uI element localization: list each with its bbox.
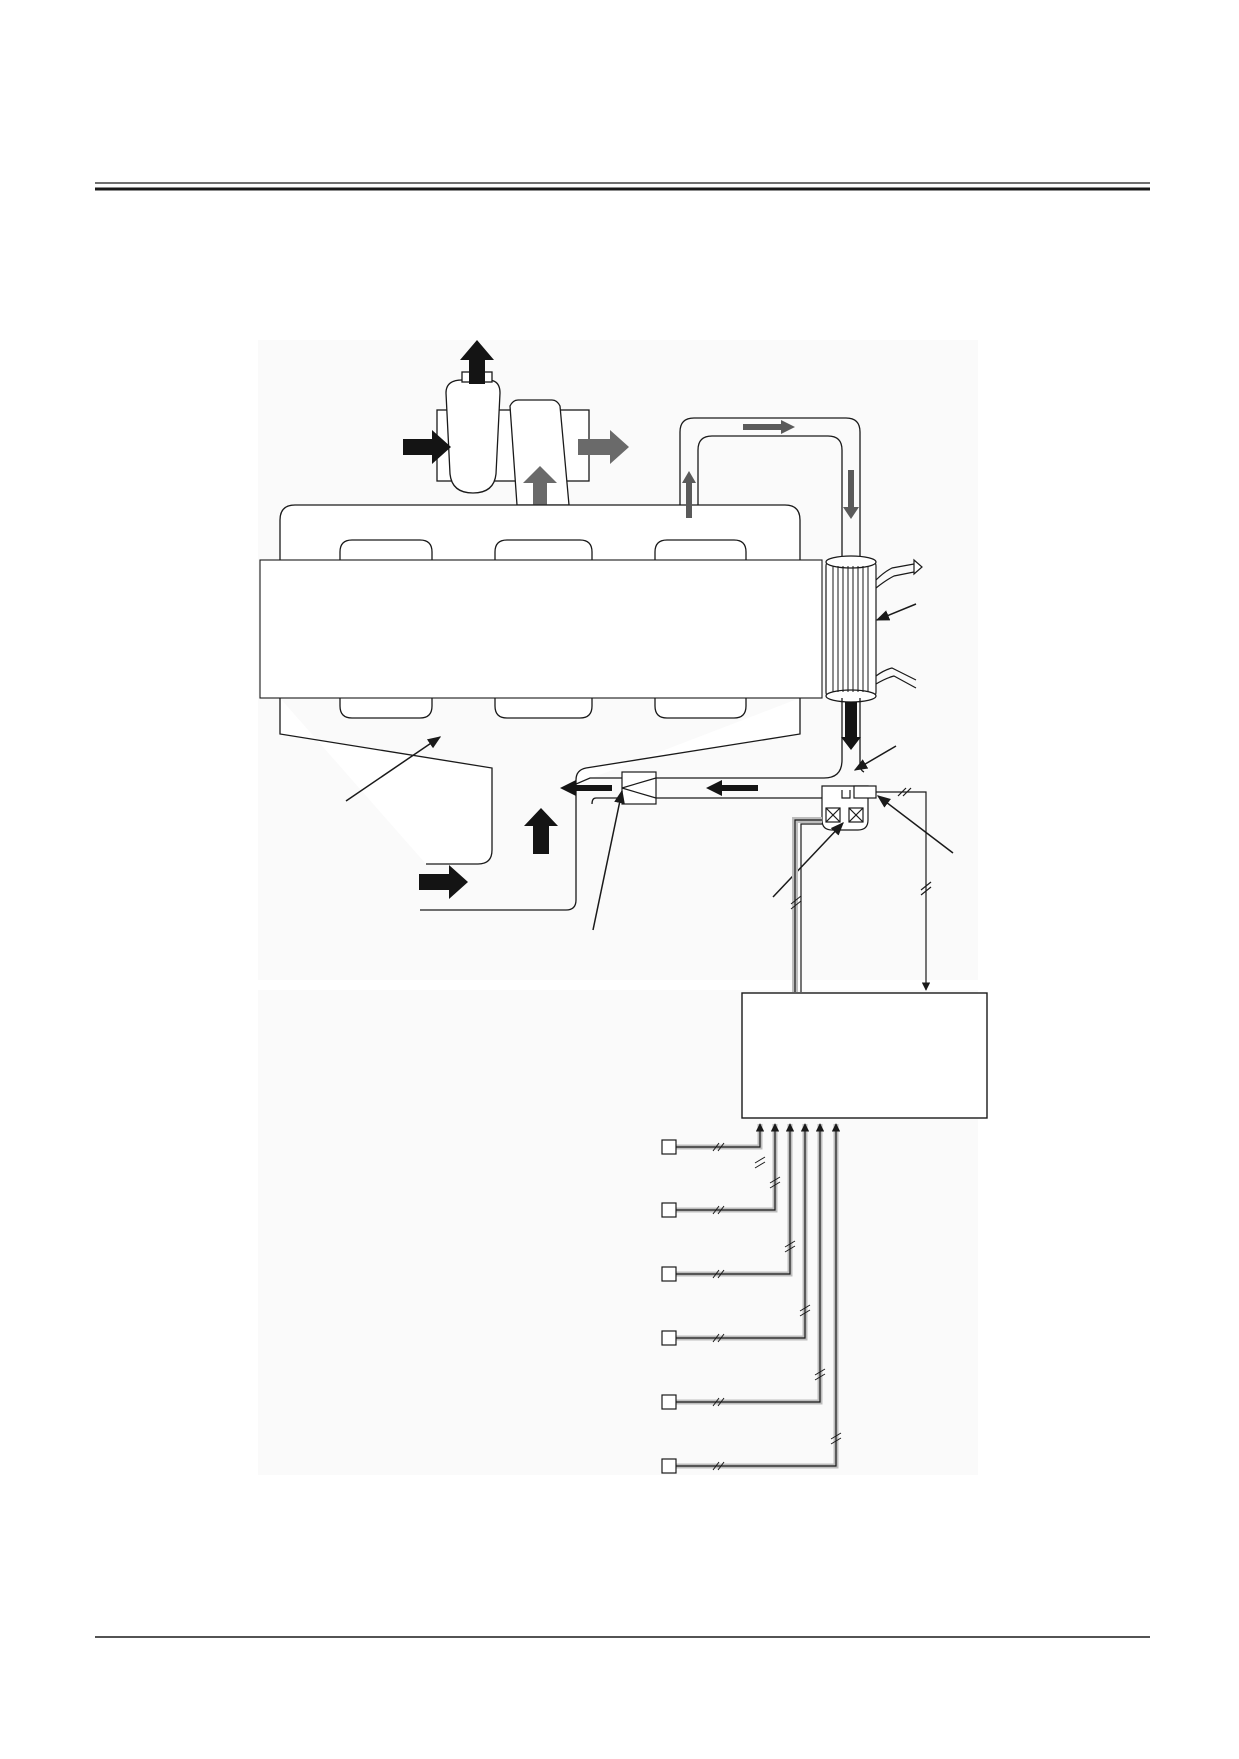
sensor-box xyxy=(661,1330,677,1346)
sensor-box xyxy=(661,1139,677,1155)
water-pump-callout-leader xyxy=(592,789,625,931)
temp-sensor-signal-line xyxy=(876,787,932,991)
sensor-inputs xyxy=(661,1123,842,1474)
coolant-flow-arrow-right xyxy=(743,420,795,434)
sensor-box xyxy=(661,1458,677,1474)
engine-block xyxy=(259,504,823,865)
coolant-pipe-outlet xyxy=(679,417,861,560)
coolant-flow-arrow-to-pump xyxy=(706,780,758,796)
intake-air-arrow-up xyxy=(524,808,558,854)
sensor-input-6 xyxy=(661,1123,842,1474)
actuator-callout-leader xyxy=(772,822,844,898)
sensor-input-2 xyxy=(661,1123,781,1218)
water-pump xyxy=(621,771,657,805)
intake-air-arrow-right xyxy=(419,865,468,899)
coolant-flow-arrow-radiator-out xyxy=(841,702,861,750)
thermostat-callout-leader xyxy=(853,745,897,771)
temp-sensor-callout-leader xyxy=(876,795,954,854)
compressed-air-arrow xyxy=(578,430,629,464)
sensor-input-1 xyxy=(661,1123,766,1169)
sensor-input-3 xyxy=(661,1123,796,1282)
coolant-flow-arrow-from-pump xyxy=(560,780,612,796)
header-rule xyxy=(95,182,1150,191)
sump-callout-leader xyxy=(345,736,442,802)
coolant-flow-arrow-up xyxy=(682,471,696,518)
sensor-box xyxy=(661,1266,677,1282)
exhaust-to-turbo-arrow xyxy=(523,466,557,510)
sensor-box xyxy=(661,1202,677,1218)
air-intake-arrow xyxy=(403,430,451,464)
sensor-box xyxy=(661,1394,677,1410)
sensor-input-5 xyxy=(661,1123,826,1410)
thermostat-valve xyxy=(821,785,877,831)
actuator-drive-line xyxy=(790,817,822,992)
exhaust-outlet-arrow xyxy=(460,340,494,384)
coolant-pipe-return xyxy=(420,698,865,911)
radiator xyxy=(825,555,923,703)
coolant-flow-arrow-down xyxy=(843,470,859,519)
control-unit xyxy=(741,992,988,1119)
sensor-input-4 xyxy=(661,1123,811,1346)
radiator-callout-leader xyxy=(875,603,917,621)
